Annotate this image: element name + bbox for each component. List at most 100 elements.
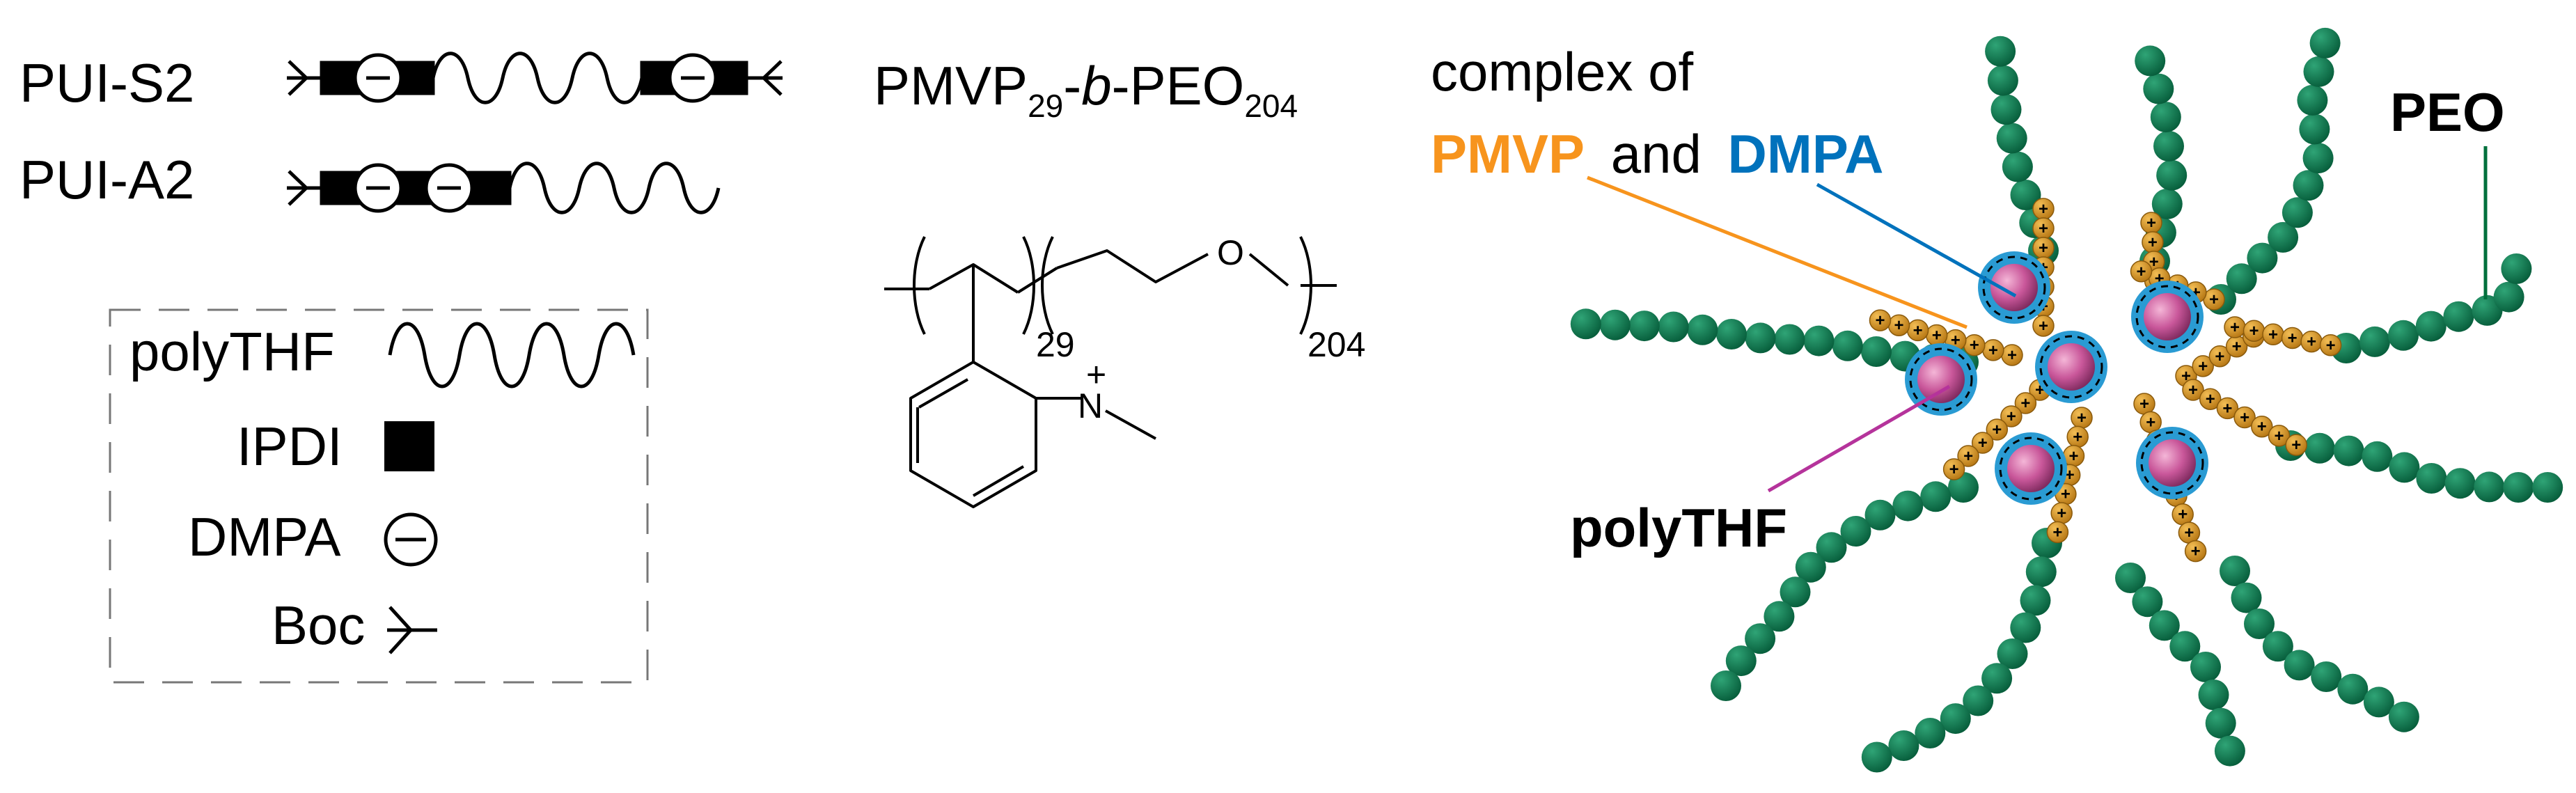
- peo-bead: [2244, 609, 2275, 639]
- legend-polythf-label: polyTHF: [129, 321, 335, 382]
- peo-bead: [2302, 143, 2334, 174]
- peo-bead: [1764, 601, 1795, 632]
- pmvp-bead: [2233, 406, 2256, 429]
- pmvp-bead: [2182, 379, 2204, 401]
- peo-bead: [1997, 638, 2028, 669]
- positive-charge: +: [1970, 336, 1979, 355]
- polythf-leader-line: [1767, 384, 1951, 493]
- peo-label: PEO: [2390, 81, 2505, 143]
- positive-charge: +: [2291, 436, 2301, 455]
- peo-bead: [1987, 65, 2018, 96]
- peo-bead: [1861, 336, 1892, 367]
- peo-bead: [1990, 94, 2022, 125]
- peo-bead: [2169, 631, 2201, 662]
- pmvp-bead: [2208, 345, 2231, 368]
- polythf-core: [2149, 439, 2196, 487]
- positive-charge: +: [2230, 318, 2240, 337]
- peo-bead: [1711, 670, 1741, 701]
- positive-charge: +: [1978, 434, 1988, 453]
- peo-bead: [2190, 652, 2221, 682]
- dmpa-dashed-ring: [2135, 285, 2199, 349]
- positive-charge: +: [1894, 316, 1903, 335]
- peo-bead: [2143, 73, 2174, 104]
- positive-charge: +: [2307, 333, 2316, 352]
- left-panel: PUI-S2 PUI-A2: [19, 52, 783, 684]
- peo-bead: [2333, 435, 2364, 466]
- positive-charge: +: [2240, 409, 2249, 427]
- positive-charge: +: [2039, 239, 2048, 258]
- peo-bead: [1816, 532, 1847, 563]
- pmvp-blocks: ++++++++++++++++++++++++++++++++++++++++…: [1869, 198, 2342, 563]
- peo-bead: [1940, 703, 1971, 735]
- positive-charge: +: [2061, 485, 2071, 504]
- peo-bead: [1725, 645, 1757, 677]
- positive-charge: +: [2146, 413, 2155, 432]
- pmvp-bead: [2251, 415, 2273, 438]
- polythf-core: [1990, 264, 2038, 311]
- peo-bead: [2359, 326, 2390, 357]
- pmvp-bead: [2130, 260, 2153, 283]
- peo-bead: [2443, 301, 2474, 332]
- complex-label: complex of: [1431, 41, 1693, 102]
- pmvp-bead: [2192, 355, 2214, 377]
- legend-boc-icon: [387, 606, 437, 654]
- peo-bead: [2153, 130, 2184, 162]
- peo-bead: [2415, 311, 2447, 342]
- peo-bead: [1716, 319, 1747, 350]
- peo-bead: [2150, 102, 2181, 133]
- peo-bead: [2297, 84, 2328, 116]
- peo-bead: [1963, 685, 1994, 716]
- peo-bead: [2020, 585, 2051, 616]
- positive-charge: +: [2209, 290, 2219, 309]
- peo-bead: [2503, 472, 2534, 503]
- peo-bead: [2247, 242, 2278, 274]
- positive-charge: +: [1949, 460, 1959, 479]
- peo-bead: [2532, 472, 2563, 503]
- positive-charge: +: [2178, 505, 2188, 524]
- peo-bead: [2299, 113, 2330, 145]
- peo-bead: [2268, 221, 2299, 253]
- peo-bead: [1774, 324, 1805, 355]
- oxygen-atom: O: [1217, 233, 1244, 272]
- peo-bead: [2198, 680, 2229, 710]
- dmpa-dashed-ring: [2039, 335, 2103, 399]
- polythf-core: [1917, 356, 1965, 403]
- peo-bead: [1803, 325, 1835, 356]
- dmpa-leader-line: [1816, 182, 2017, 298]
- peo-bead: [2304, 432, 2335, 464]
- peo-bead: [2226, 263, 2257, 295]
- peo-bead: [1864, 499, 1896, 531]
- positive-charge: +: [1932, 327, 1942, 345]
- boc-icon: [287, 60, 322, 96]
- peo-bead: [2493, 281, 2524, 313]
- peo-bead: [2444, 468, 2476, 499]
- peo-bead: [1745, 322, 1776, 354]
- peo-bead: [1915, 718, 1946, 748]
- peo-bead: [2205, 707, 2236, 739]
- pmvp-leader-line: [1587, 175, 1968, 329]
- peo-bead: [1985, 36, 2016, 67]
- peo-bead: [1840, 516, 1871, 547]
- right-panel: ++++++++++++++++++++++++++++++++++++++++…: [1431, 27, 2563, 773]
- pui-a2-structure: [287, 162, 721, 214]
- dmpa-dashed-ring: [1982, 256, 2046, 320]
- peo-bead: [2151, 188, 2183, 219]
- peo-bead: [2135, 45, 2166, 77]
- peo-bead: [1996, 123, 2027, 154]
- dmpa-dashed-ring: [2140, 431, 2204, 495]
- positive-charge: +: [2065, 466, 2075, 485]
- peo-bead: [2293, 170, 2324, 201]
- pmvp-bead: [2285, 434, 2307, 456]
- peo-bead: [1795, 551, 1826, 583]
- middle-panel: PMVP29-b-PEO204 O: [874, 55, 1365, 508]
- peo-bead: [2284, 650, 2315, 681]
- dmpa-dashed-ring: [1999, 437, 2063, 501]
- peo-bead: [2025, 556, 2057, 588]
- positive-charge: +: [2222, 399, 2232, 418]
- pmvp-bead: [2046, 521, 2069, 544]
- pmvp-label: PMVP: [1431, 123, 1585, 184]
- peo-bead: [2474, 471, 2505, 503]
- legend-polythf-icon: [388, 322, 636, 388]
- complex-label-line2: PMVP and DMPA: [1431, 123, 1883, 184]
